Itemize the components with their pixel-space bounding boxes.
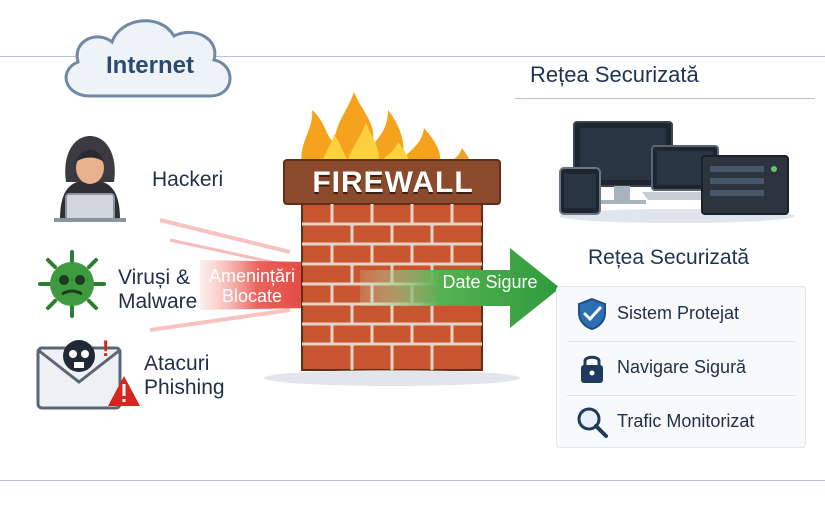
virus-icon <box>38 250 106 318</box>
cloud-icon <box>64 19 232 98</box>
feature-label: Navigare Sigură <box>617 357 747 377</box>
panel-separator <box>567 395 795 396</box>
hacker-icon <box>54 136 126 222</box>
feature-system-protected: Sistem Protejat <box>557 289 805 341</box>
bottom-divider <box>0 480 825 481</box>
feature-safe-browsing: Navigare Sigură <box>557 343 805 395</box>
lock-icon <box>581 355 603 383</box>
threat-label-phishing: Atacuri Phishing <box>144 352 225 400</box>
threat-label-virus-text: Viruși & Malware <box>118 266 198 313</box>
panel-separator <box>567 341 795 342</box>
blocked-arrow-text: Amenințări Blocate <box>208 266 296 306</box>
blocked-arrow-label: Amenințări Blocate <box>196 266 308 306</box>
secure-network-title-top: Rețea Securizată <box>530 62 699 87</box>
safe-arrow-label: Date Sigure <box>442 272 538 292</box>
feature-label: Trafic Monitorizat <box>617 411 755 431</box>
top-divider <box>0 56 825 57</box>
features-panel: Sistem Protejat Navigare Sigură Trafic M… <box>556 286 806 448</box>
feature-label: Sistem Protejat <box>617 303 740 323</box>
svg-text:!: ! <box>102 336 109 361</box>
shield-check-icon <box>578 297 606 331</box>
internet-label: Internet <box>105 52 194 79</box>
right-divider <box>515 98 815 99</box>
firewall-label: FIREWALL <box>312 166 474 199</box>
firewall-wall <box>264 92 520 386</box>
feature-traffic-monitored: Trafic Monitorizat <box>557 397 805 449</box>
phishing-icon: ! <box>36 336 140 410</box>
magnifier-icon <box>577 407 608 438</box>
threat-label-phishing-text: Atacuri Phishing <box>144 352 225 399</box>
threat-label-virus: Viruși & Malware <box>118 266 197 314</box>
devices-icon <box>559 121 795 223</box>
secure-network-title-side: Rețea Securizată <box>588 246 750 269</box>
safe-data-arrow <box>360 248 560 328</box>
threat-label-hackers: Hackeri <box>152 168 224 191</box>
